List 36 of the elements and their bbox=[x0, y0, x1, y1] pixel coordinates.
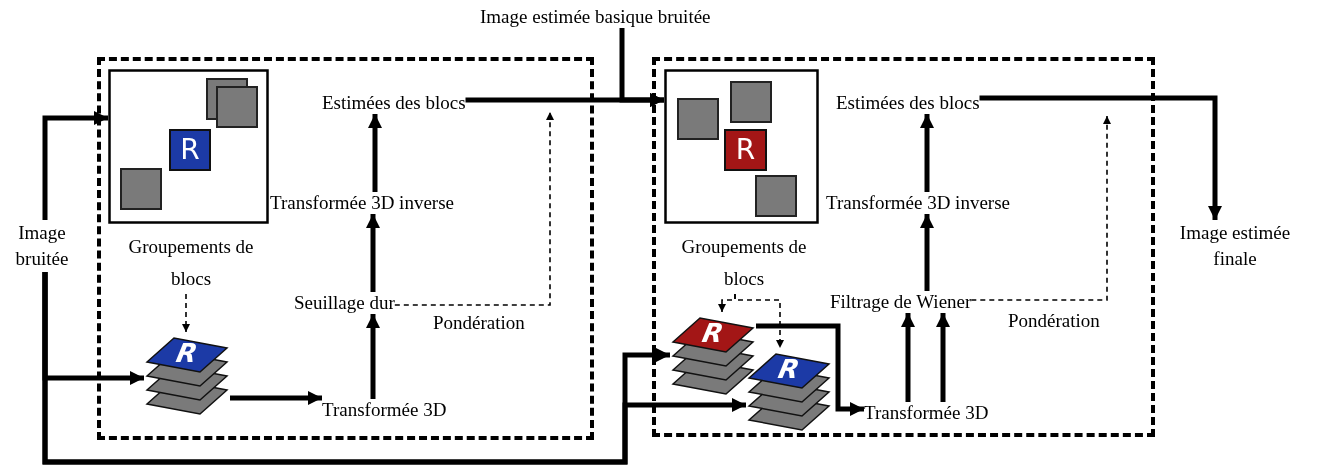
grouping-label: Groupements de blocs bbox=[127, 235, 255, 291]
block-letter: R bbox=[774, 354, 804, 384]
step-label: Seuillage dur bbox=[294, 292, 395, 314]
step-label: Estimées des blocs bbox=[836, 92, 980, 114]
input-label: Image bruitée bbox=[4, 220, 80, 272]
step-label: Transformée 3D inverse bbox=[270, 192, 454, 214]
grouping-label: Groupements de blocs bbox=[680, 235, 808, 291]
dashed-arrow bbox=[970, 115, 1111, 301]
arrow bbox=[920, 214, 934, 291]
arrow bbox=[366, 214, 380, 292]
reference-block: R bbox=[169, 129, 211, 171]
input-label: Image estimée basique bruitée bbox=[480, 6, 711, 28]
block-letter: R bbox=[698, 318, 728, 348]
arrow bbox=[366, 314, 380, 399]
step-label: Estimées des blocs bbox=[322, 92, 466, 114]
dashed-arrow bbox=[734, 293, 784, 349]
dashed-stage-frame bbox=[652, 57, 1155, 437]
step-label: Filtrage de Wiener bbox=[830, 291, 972, 313]
arrow bbox=[756, 323, 864, 416]
arrow bbox=[901, 313, 915, 402]
arrow bbox=[936, 313, 950, 402]
step-label: Transformée 3D inverse bbox=[826, 192, 1010, 214]
block-letter: R bbox=[172, 338, 202, 368]
arrow bbox=[979, 95, 1222, 220]
step-label: Transformée 3D bbox=[322, 399, 447, 421]
output-label: Image estimée finale bbox=[1160, 220, 1310, 272]
arrow bbox=[619, 28, 664, 107]
dashed-arrow bbox=[394, 111, 554, 306]
arrow bbox=[230, 391, 322, 405]
dashed-arrow bbox=[182, 293, 190, 333]
arrow bbox=[42, 111, 108, 220]
reference-block: R bbox=[724, 129, 767, 171]
arrow bbox=[920, 114, 934, 192]
arrow bbox=[368, 114, 382, 192]
step-label: Transformée 3D bbox=[864, 402, 989, 424]
dashed-stage-frame bbox=[97, 57, 594, 440]
